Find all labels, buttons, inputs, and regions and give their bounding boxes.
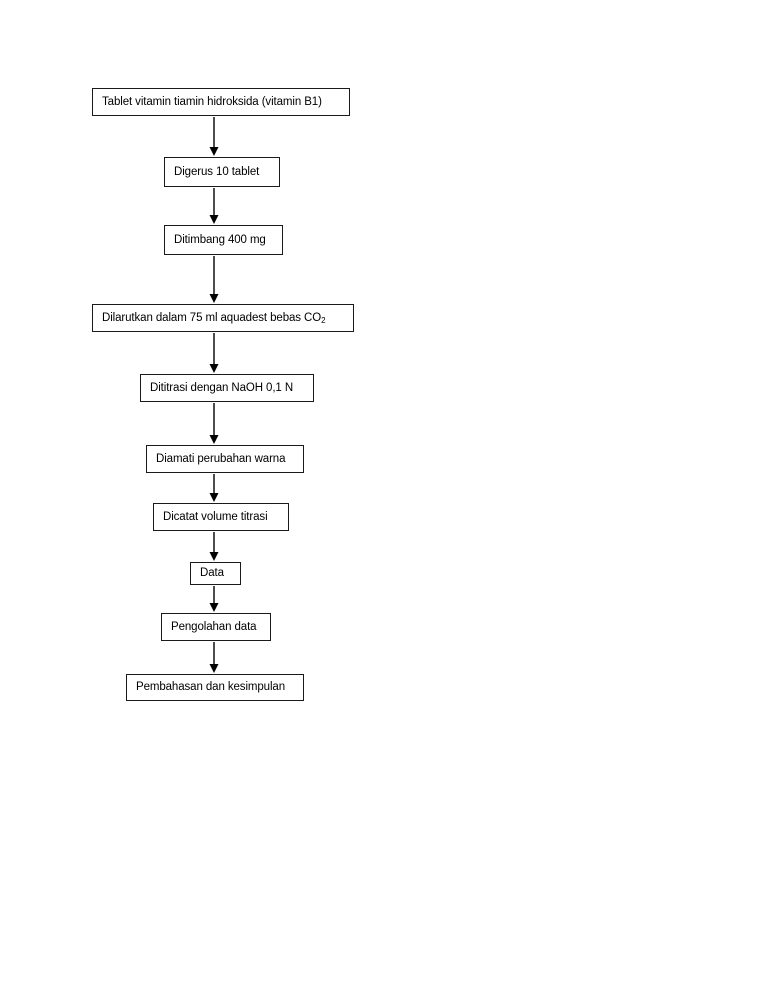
- flow-arrow-n5-to-n6: [207, 403, 221, 444]
- flow-arrow-n6-to-n7: [207, 474, 221, 502]
- flow-node-n1: Tablet vitamin tiamin hidroksida (vitami…: [92, 88, 350, 116]
- flow-node-n10: Pembahasan dan kesimpulan: [126, 674, 304, 701]
- flow-arrow-n2-to-n3: [207, 188, 221, 224]
- flow-node-label: Dilarutkan dalam 75 ml aquadest bebas CO…: [102, 311, 326, 326]
- flow-arrow-n1-to-n2: [207, 117, 221, 156]
- flow-node-label: Ditimbang 400 mg: [174, 233, 266, 246]
- flow-arrow-n4-to-n5: [207, 333, 221, 373]
- flow-node-n6: Diamati perubahan warna: [146, 445, 304, 473]
- flow-arrow-n3-to-n4: [207, 256, 221, 303]
- flow-arrow-n7-to-n8: [207, 532, 221, 561]
- flow-node-label: Dititrasi dengan NaOH 0,1 N: [150, 381, 294, 394]
- flow-node-n4: Dilarutkan dalam 75 ml aquadest bebas CO…: [92, 304, 354, 332]
- flow-node-n9: Pengolahan data: [161, 613, 271, 641]
- flow-node-n2: Digerus 10 tablet: [164, 157, 280, 187]
- flow-node-n8: Data: [190, 562, 241, 585]
- flow-node-label: Diamati perubahan warna: [156, 452, 286, 465]
- flow-node-n3: Ditimbang 400 mg: [164, 225, 283, 255]
- flow-node-n7: Dicatat volume titrasi: [153, 503, 289, 531]
- flow-node-n5: Dititrasi dengan NaOH 0,1 N: [140, 374, 314, 402]
- flow-arrow-n9-to-n10: [207, 642, 221, 673]
- flow-node-label: Dicatat volume titrasi: [163, 510, 268, 523]
- flow-node-label: Pembahasan dan kesimpulan: [136, 681, 286, 693]
- flow-node-label: Pengolahan data: [171, 620, 257, 633]
- flow-node-label: Digerus 10 tablet: [174, 165, 260, 178]
- flow-arrow-n8-to-n9: [207, 586, 221, 612]
- flow-node-label: Tablet vitamin tiamin hidroksida (vitami…: [102, 95, 322, 108]
- flow-node-label: Data: [200, 567, 224, 579]
